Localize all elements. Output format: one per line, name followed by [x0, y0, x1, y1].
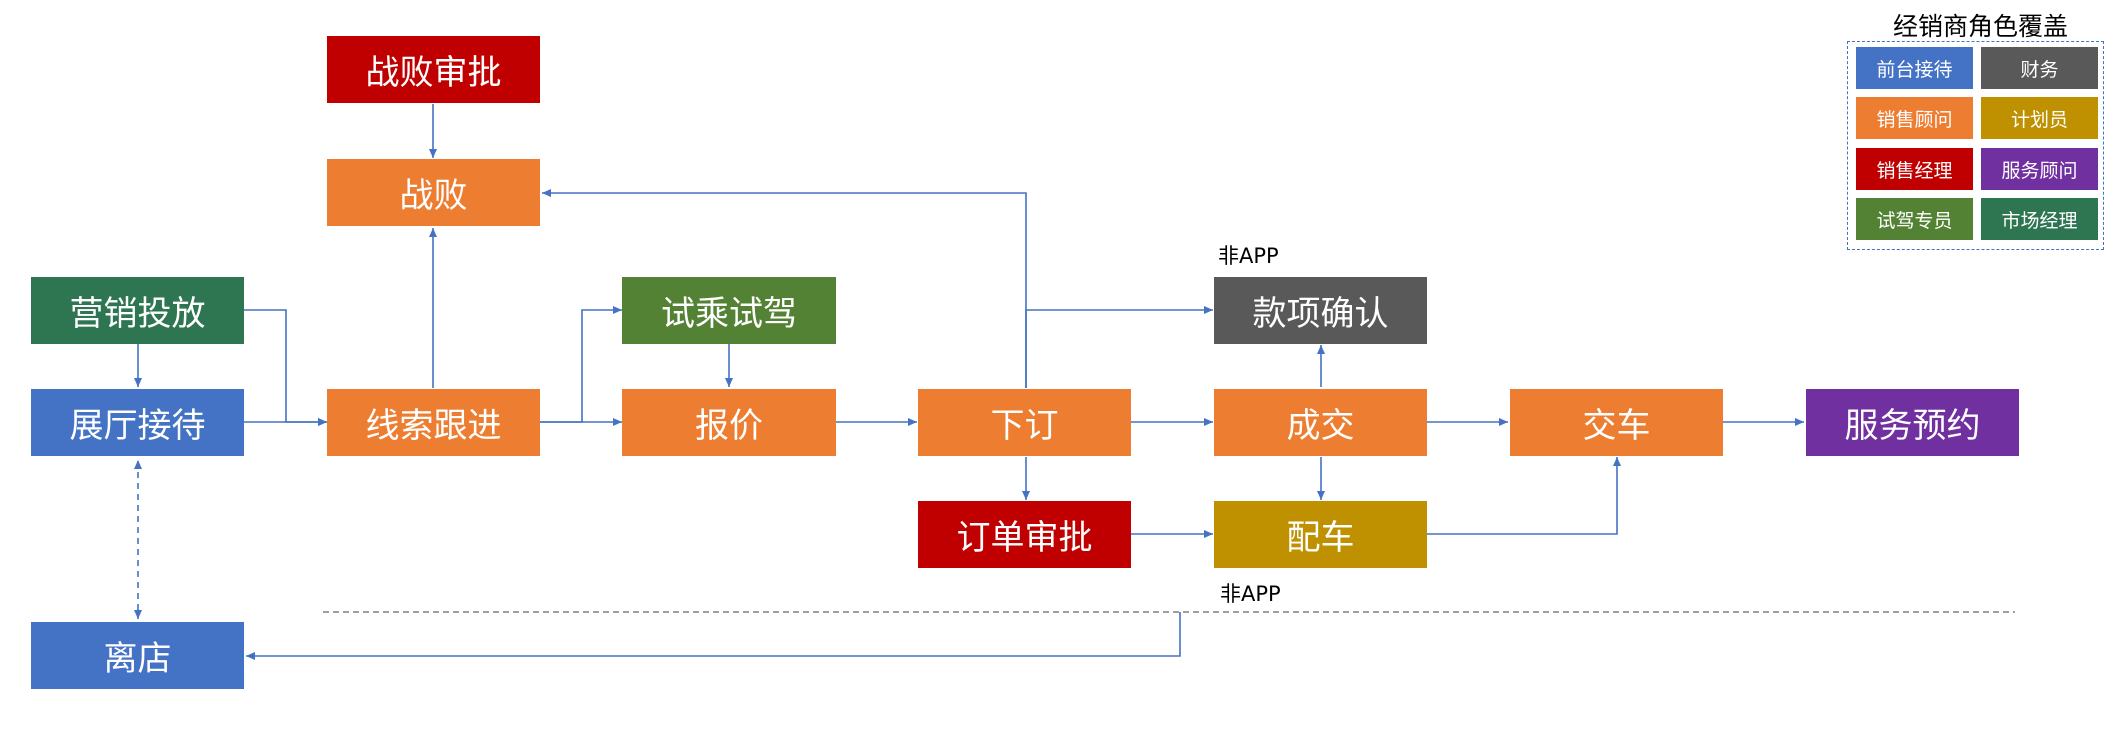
arrow-nonapp-to-leave	[246, 612, 1181, 660]
node-service-booking: 服务预约	[1806, 389, 2019, 456]
arrow-order-to-payment	[1025, 306, 1213, 388]
node-vehicle-allocation: 配车	[1214, 501, 1427, 568]
legend-item-service-advisor: 服务顾问	[1981, 148, 2098, 190]
legend-item-sales-consultant: 销售顾问	[1856, 97, 1973, 139]
note-non-app-payment: 非APP	[1218, 244, 1279, 268]
node-test-drive: 试乘试驾	[622, 277, 836, 344]
node-deal-closed: 成交	[1214, 389, 1427, 456]
node-defeat-approval: 战败审批	[327, 36, 540, 103]
node-showroom-reception: 展厅接待	[31, 389, 244, 456]
arrow-marketing-to-follow	[244, 309, 327, 426]
node-payment-confirm: 款项确认	[1214, 277, 1427, 344]
arrow-allocation-to-delivery	[1427, 457, 1621, 535]
node-marketing-launch: 营销投放	[31, 277, 244, 344]
legend-item-marketing-manager: 市场经理	[1981, 198, 2098, 240]
legend-box	[1847, 41, 2104, 250]
legend-item-planner: 计划员	[1981, 97, 2098, 139]
legend-item-front-desk: 前台接待	[1856, 47, 1973, 89]
legend-item-sales-manager: 销售经理	[1856, 148, 1973, 190]
node-vehicle-delivery: 交车	[1510, 389, 1723, 456]
node-quote: 报价	[622, 389, 836, 456]
node-leave-store: 离店	[31, 622, 244, 689]
node-place-order: 下订	[918, 389, 1131, 456]
node-lead-followup: 线索跟进	[327, 389, 540, 456]
node-order-approval: 订单审批	[918, 501, 1131, 568]
legend-item-finance: 财务	[1981, 47, 2098, 89]
legend-title: 经销商角色覆盖	[1893, 12, 2069, 41]
legend-item-test-drive-specialist: 试驾专员	[1856, 198, 1973, 240]
note-non-app-leave: 非APP	[1220, 582, 1281, 606]
arrow-follow-to-testdrive	[540, 306, 622, 423]
node-defeat: 战败	[327, 159, 540, 226]
